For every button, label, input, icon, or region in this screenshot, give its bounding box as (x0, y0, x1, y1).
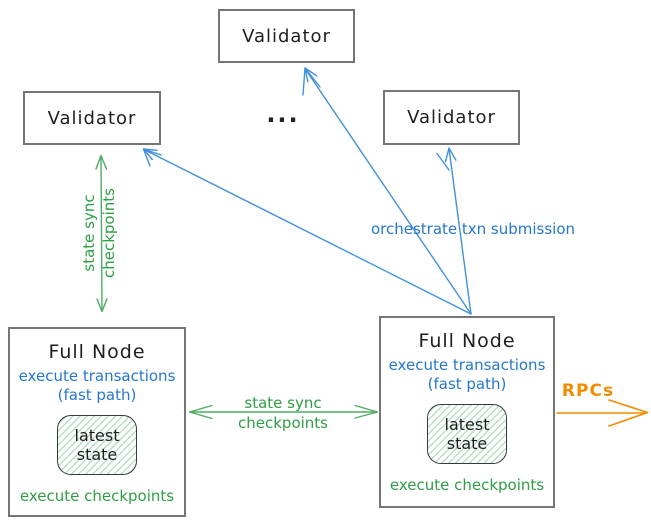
state-sync-horizontal-line2: checkpoints (238, 414, 328, 432)
full-node-right-fast-path: execute transactions (fast path) (381, 356, 553, 394)
latest-state-word2: state (76, 445, 118, 464)
full-node-right-fast-path-paren: (fast path) (427, 375, 507, 393)
latest-state-word1: latest (444, 415, 490, 434)
more-validators-ellipsis: ... (266, 100, 300, 128)
state-sync-vertical-line1: state sync (80, 194, 98, 272)
full-node-left-latest-state-box: latest state (57, 415, 137, 475)
validator-left-label: Validator (47, 107, 137, 129)
rpcs-label: RPCs (561, 381, 615, 401)
arrow-orchestrate-to-right-validator (436, 147, 472, 315)
state-sync-vertical-label: state sync checkpoints (79, 188, 119, 278)
full-node-left-execute-transactions: execute transactions (18, 367, 176, 385)
validator-right-box: Validator (383, 90, 520, 145)
arrow-rpcs (556, 399, 649, 427)
state-sync-horizontal-line1: state sync (244, 394, 322, 412)
state-sync-vertical-line2: checkpoints (100, 188, 118, 278)
validator-left-box: Validator (23, 91, 161, 145)
state-sync-horizontal-label: state sync checkpoints (238, 393, 328, 433)
arrow-state-sync-vertical (95, 154, 108, 313)
validator-right-label: Validator (407, 107, 496, 128)
full-node-left-execute-checkpoints: execute checkpoints (19, 487, 175, 505)
orchestrate-txn-submission-label: orchestrate txn submission (370, 220, 576, 238)
validator-top-box: Validator (218, 9, 355, 63)
full-node-left-title: Full Node (48, 341, 146, 363)
full-node-right-title: Full Node (418, 330, 516, 352)
full-node-left-fast-path: execute transactions (fast path) (10, 367, 184, 405)
arrow-orchestrate-to-left-validator (142, 148, 472, 315)
arrow-state-sync-horizontal (188, 404, 379, 420)
validator-top-label: Validator (242, 25, 331, 47)
full-node-right-execute-checkpoints: execute checkpoints (389, 476, 545, 494)
latest-state-word2: state (446, 434, 488, 453)
full-node-right-execute-transactions: execute transactions (388, 356, 546, 374)
full-node-left-box: Full Node execute transactions (fast pat… (8, 327, 186, 517)
latest-state-word1: latest (74, 426, 120, 445)
full-node-right-box: Full Node execute transactions (fast pat… (379, 316, 555, 508)
full-node-right-latest-state-box: latest state (427, 404, 507, 464)
full-node-left-fast-path-paren: (fast path) (57, 386, 137, 404)
arrow-orchestrate-to-top-validator (302, 67, 472, 315)
